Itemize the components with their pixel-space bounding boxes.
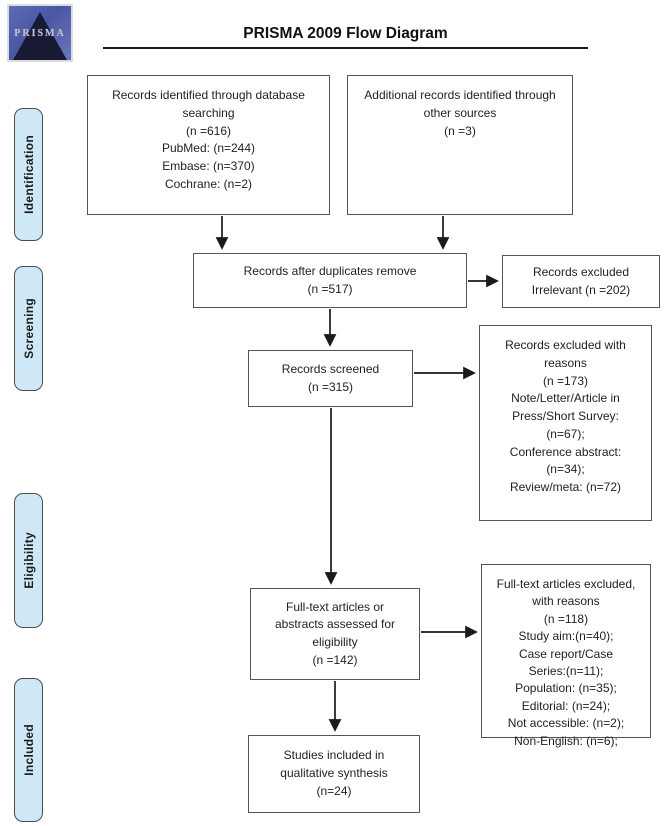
stage-label-included: Included	[14, 678, 43, 822]
prisma-logo: PRISMA	[7, 4, 73, 62]
stage-label-text: Eligibility	[21, 532, 36, 589]
stage-label-identification: Identification	[14, 108, 43, 241]
stage-label-text: Screening	[21, 298, 36, 359]
box-fulltext-excluded-with-reasons: Full-text articles excluded, with reason…	[481, 564, 651, 748]
box-records-screened: Records screened (n =315)	[248, 350, 413, 407]
box-records-excluded-irrelevant: Records excluded Irrelevant (n =202)	[502, 255, 660, 308]
stage-label-text: Identification	[21, 135, 36, 214]
stage-label-screening: Screening	[14, 266, 43, 391]
title-underline	[103, 47, 588, 49]
box-studies-included-qualitative: Studies included in qualitative synthesi…	[248, 735, 420, 813]
prisma-pyramid-icon	[13, 12, 67, 60]
box-records-identified-database: Records identified through database sear…	[87, 75, 330, 215]
stage-label-eligibility: Eligibility	[14, 493, 43, 628]
stage-label-text: Included	[21, 724, 36, 776]
prisma-logo-text: PRISMA	[14, 28, 66, 39]
box-fulltext-assessed-eligibility: Full-text articles or abstracts assessed…	[250, 588, 420, 680]
box-additional-records-other-sources: Additional records identified through ot…	[347, 75, 573, 215]
box-records-after-duplicates-removed: Records after duplicates remove (n =517)	[193, 253, 467, 308]
box-records-excluded-with-reasons: Records excluded with reasons (n =173) N…	[479, 325, 652, 521]
page-title: PRISMA 2009 Flow Diagram	[243, 25, 448, 42]
